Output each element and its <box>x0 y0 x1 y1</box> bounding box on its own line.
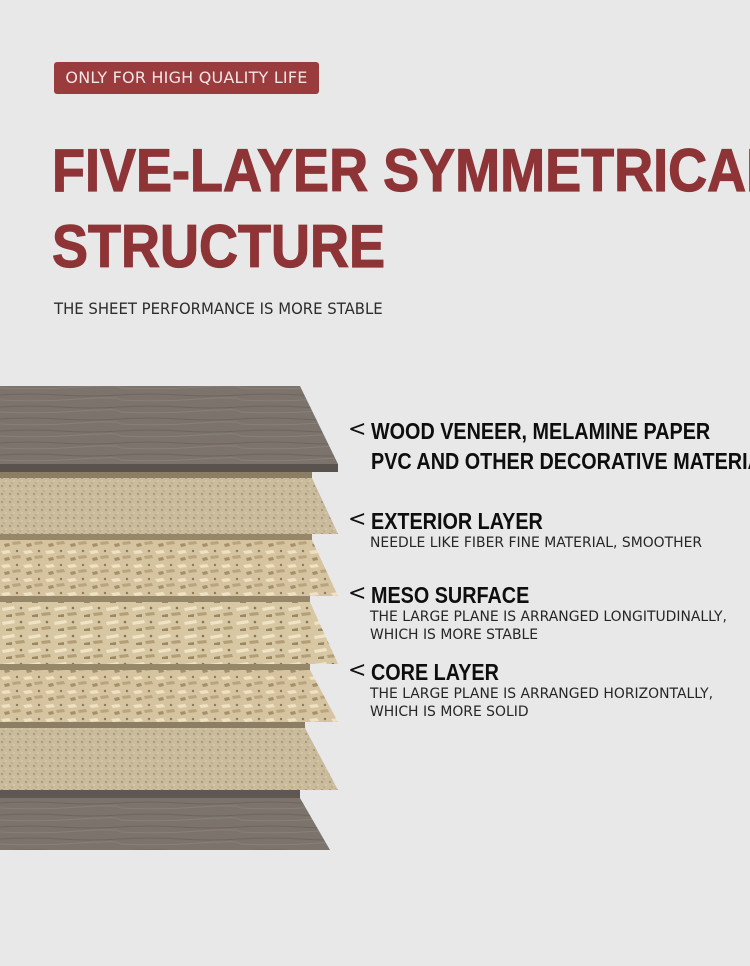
layer-title: CORE LAYER <box>371 659 499 685</box>
layer-description-line-2: WHICH IS MORE STABLE <box>370 627 539 643</box>
layer-description: THE LARGE PLANE IS ARRANGED LONGITUDINAL… <box>370 609 727 625</box>
upper-exterior-layer <box>0 478 338 534</box>
arrow-left-icon: < <box>348 507 367 532</box>
layer-description: NEEDLE LIKE FIBER FINE MATERIAL, SMOOTHE… <box>370 535 703 551</box>
headline-line-2: STRUCTURE <box>51 213 385 280</box>
arrow-left-icon: < <box>348 581 367 606</box>
layer-title: WOOD VENEER, MELAMINE PAPER <box>371 418 711 444</box>
layer-title: MESO SURFACE <box>371 582 530 608</box>
top-veneer-layer <box>0 386 338 464</box>
core-layer <box>0 602 338 664</box>
lower-meso-layer <box>0 670 338 722</box>
lower-exterior-layer <box>0 728 338 790</box>
layer-title: EXTERIOR LAYER <box>371 508 543 534</box>
layer-title-line-2: PVC AND OTHER DECORATIVE MATERIALS <box>371 448 750 474</box>
arrow-left-icon: < <box>348 658 367 683</box>
headline-line-1: FIVE-LAYER SYMMETRICAL <box>51 137 750 204</box>
arrow-left-icon: < <box>348 417 367 442</box>
layer-description: THE LARGE PLANE IS ARRANGED HORIZONTALLY… <box>370 686 714 702</box>
bottom-veneer-layer <box>0 798 330 850</box>
board-layer-illustration <box>0 386 338 850</box>
subtitle: THE SHEET PERFORMANCE IS MORE STABLE <box>54 299 383 318</box>
upper-meso-layer <box>0 540 338 596</box>
layer-description-line-2: WHICH IS MORE SOLID <box>370 704 529 720</box>
tagline-badge: ONLY FOR HIGH QUALITY LIFE <box>54 62 319 94</box>
